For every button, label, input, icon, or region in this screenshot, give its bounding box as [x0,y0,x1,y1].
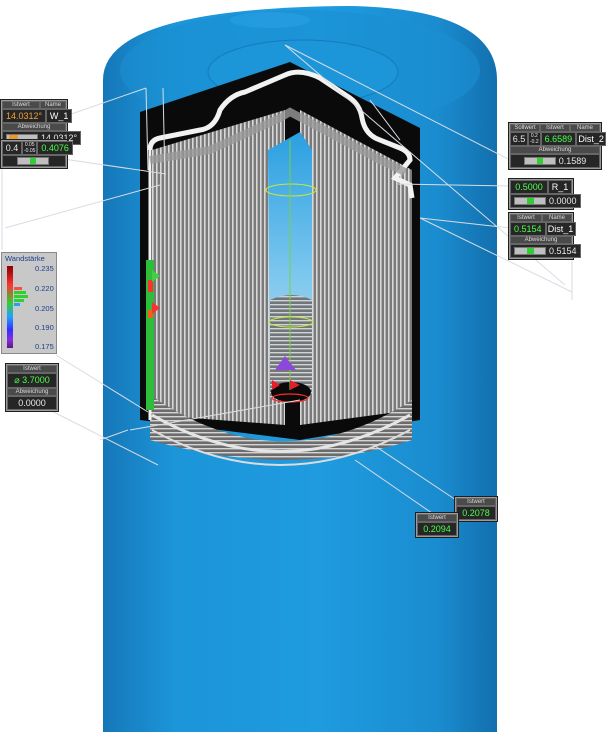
legend-tick: 0.205 [35,304,54,313]
dist1-deviation-bar [514,247,546,255]
legend-color-scale [7,266,13,348]
radius-measurement-panel[interactable]: 0.5000 R_1 0.0000 [509,179,581,209]
legend-tick: 0.190 [35,323,54,332]
dist1-deviation: 0.5154 [549,246,577,256]
angle-value: 14.0312° [2,109,47,123]
legend-tick: 0.175 [35,342,54,351]
name-header: Name [542,214,572,222]
tolerance-minus: -0.05 [24,148,36,154]
dist2-istwert: 6.6589 [540,132,577,146]
istwert-header: Istwert [510,214,542,222]
angle-name: W_1 [46,109,73,123]
legend-histogram [14,287,28,306]
tolerance-measured: 0.4076 [37,141,73,155]
istwert-header: Istwert [417,514,457,522]
thickness-value: 0.2094 [417,522,457,536]
dist2-sollwert: 6.5 [510,132,528,146]
dist1-name: Dist_1 [545,222,576,236]
dist1-istwert: 0.5154 [510,222,546,236]
thickness-measurement-panel[interactable]: Istwert 0.2078 [455,497,497,521]
radius-value: 0.5000 [510,180,548,194]
dist2-deviation-bar [523,157,556,165]
deviation-header: Abweichung [2,123,66,131]
radius-name: R_1 [548,180,572,194]
legend-tick: 0.235 [35,264,54,273]
dist1-measurement-panel[interactable]: Istwert Name 0.5154 Dist_1 Abweichung 0.… [509,213,581,259]
tolerance-plus: 0.05 [24,142,35,148]
cutaway-section [140,62,420,466]
istwert-header: Istwert [2,101,40,109]
tolerance-bar [16,157,49,165]
diameter-measurement-panel[interactable]: Istwert ⌀ 3.7000 Abweichung 0.0000 [6,364,58,411]
thickness-value: 0.2078 [456,506,496,520]
dist2-deviation: 0.1589 [558,156,587,166]
legend-tick: 0.220 [35,284,54,293]
angle-deviation: 14.0312° [41,133,78,143]
dist2-tol-plus: 0.2 [530,133,538,139]
istwert-header: Istwert [7,365,57,373]
dist2-measurement-panel[interactable]: Sollwert Istwert Name 6.5 0.2 -0.2 6.658… [509,123,606,169]
deviation-header: Abweichung [510,236,572,244]
radius-deviation-bar [514,197,546,205]
tolerance-panel[interactable]: 0.4 0.05 -0.05 0.4076 [1,140,73,168]
legend-title: Wandstärke [5,254,45,263]
diameter-value: ⌀ 3.7000 [7,373,57,388]
deviation-header: Abweichung [510,146,600,154]
dist2-tol-minus: -0.2 [530,139,539,145]
diameter-deviation: 0.0000 [7,396,57,410]
name-header: Name [570,124,600,132]
dist2-name: Dist_2 [576,132,606,146]
radius-deviation: 0.0000 [549,196,577,206]
istwert-header: Istwert [540,124,570,132]
thickness-measurement-panel[interactable]: Istwert 0.2094 [416,513,458,537]
sollwert-header: Sollwert [510,124,540,132]
name-header: Name [40,101,66,109]
angle-measurement-panel[interactable]: Istwert Name 14.0312° W_1 Abweichung 14.… [1,100,82,146]
tolerance-nominal: 0.4 [2,141,22,155]
deviation-header: Abweichung [7,388,57,396]
wall-thickness-legend[interactable]: Wandstärke 0.235 0.220 0.205 0.190 0.175 [1,252,57,354]
istwert-header: Istwert [456,498,496,506]
